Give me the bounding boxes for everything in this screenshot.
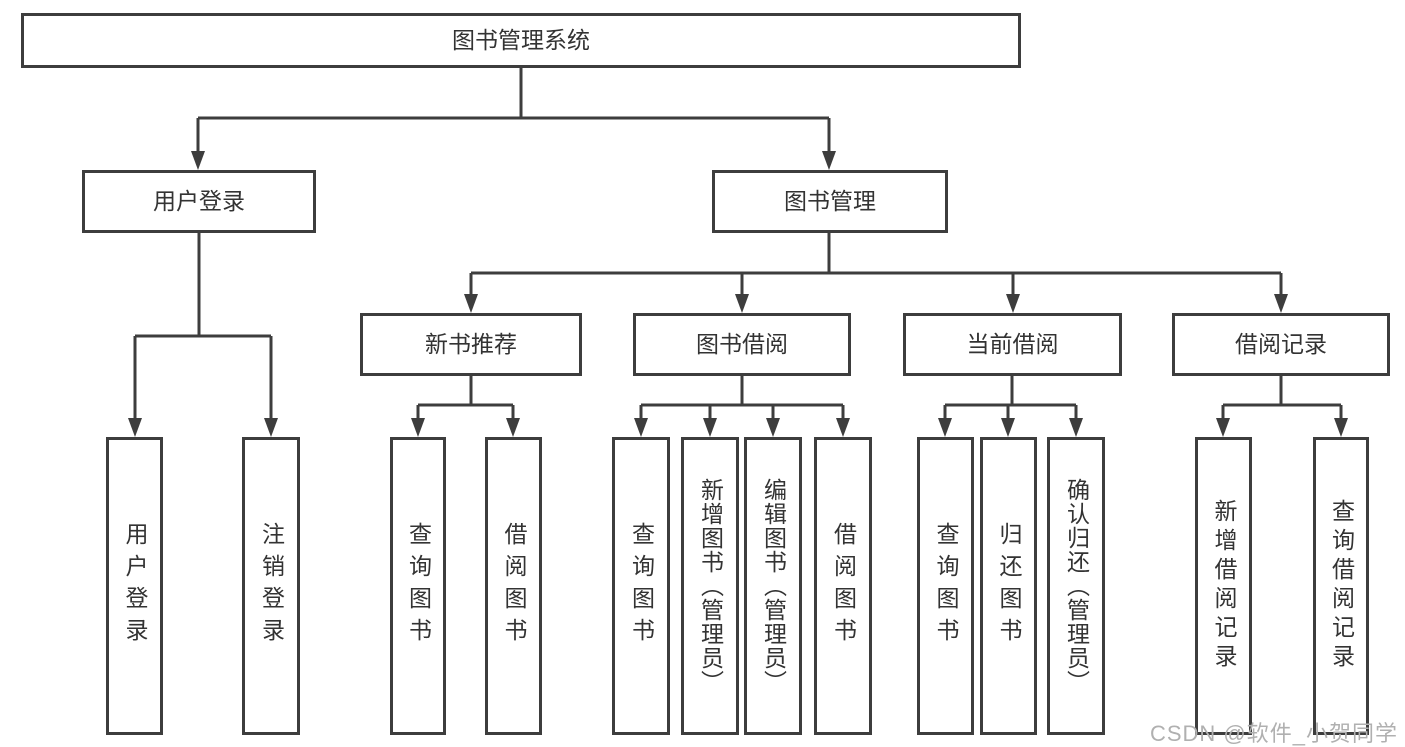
arrow-down-icon	[1216, 418, 1230, 437]
arrow-down-icon	[411, 418, 425, 437]
leaf-add-book-admin: 新增图书（管理员）	[681, 437, 739, 735]
arrow-down-icon	[464, 294, 478, 313]
arrow-down-icon	[822, 151, 836, 170]
arrow-down-icon	[128, 418, 142, 437]
leaf-logout: 注销登录	[242, 437, 300, 735]
arrow-down-icon	[1001, 418, 1015, 437]
leaf-query-books-current: 查询图书	[917, 437, 974, 735]
leaf-return-book: 归还图书	[980, 437, 1037, 735]
arrow-down-icon	[191, 151, 205, 170]
leaf-borrow-books-recommend: 借阅图书	[485, 437, 542, 735]
arrow-down-icon	[766, 418, 780, 437]
node-library-management-system: 图书管理系统	[21, 13, 1021, 68]
node-book-management: 图书管理	[712, 170, 948, 233]
node-new-book-recommendation: 新书推荐	[360, 313, 582, 376]
arrow-down-icon	[703, 418, 717, 437]
arrow-down-icon	[836, 418, 850, 437]
node-user-login: 用户登录	[82, 170, 316, 233]
leaf-query-books-recommend: 查询图书	[390, 437, 446, 735]
node-book-borrowing: 图书借阅	[633, 313, 851, 376]
leaf-borrow-books-borrowing: 借阅图书	[814, 437, 872, 735]
arrowheads	[128, 151, 1348, 437]
arrow-down-icon	[634, 418, 648, 437]
arrow-down-icon	[264, 418, 278, 437]
node-borrowing-records: 借阅记录	[1172, 313, 1390, 376]
arrow-down-icon	[1006, 294, 1020, 313]
leaf-query-borrow-record: 查询借阅记录	[1313, 437, 1369, 735]
leaf-query-books-borrowing: 查询图书	[612, 437, 670, 735]
arrow-down-icon	[1334, 418, 1348, 437]
node-current-borrowing: 当前借阅	[903, 313, 1122, 376]
arrow-down-icon	[1069, 418, 1083, 437]
csdn-watermark: CSDN @软件_小贺同学	[1149, 721, 1398, 746]
leaf-user-login: 用户登录	[106, 437, 163, 735]
leaf-edit-book-admin: 编辑图书（管理员）	[744, 437, 802, 735]
arrow-down-icon	[1274, 294, 1288, 313]
leaf-add-borrow-record: 新增借阅记录	[1195, 437, 1252, 735]
leaf-confirm-return-admin: 确认归还（管理员）	[1047, 437, 1105, 735]
arrow-down-icon	[938, 418, 952, 437]
arrow-down-icon	[506, 418, 520, 437]
arrow-down-icon	[735, 294, 749, 313]
connector-lines	[133, 68, 1343, 420]
